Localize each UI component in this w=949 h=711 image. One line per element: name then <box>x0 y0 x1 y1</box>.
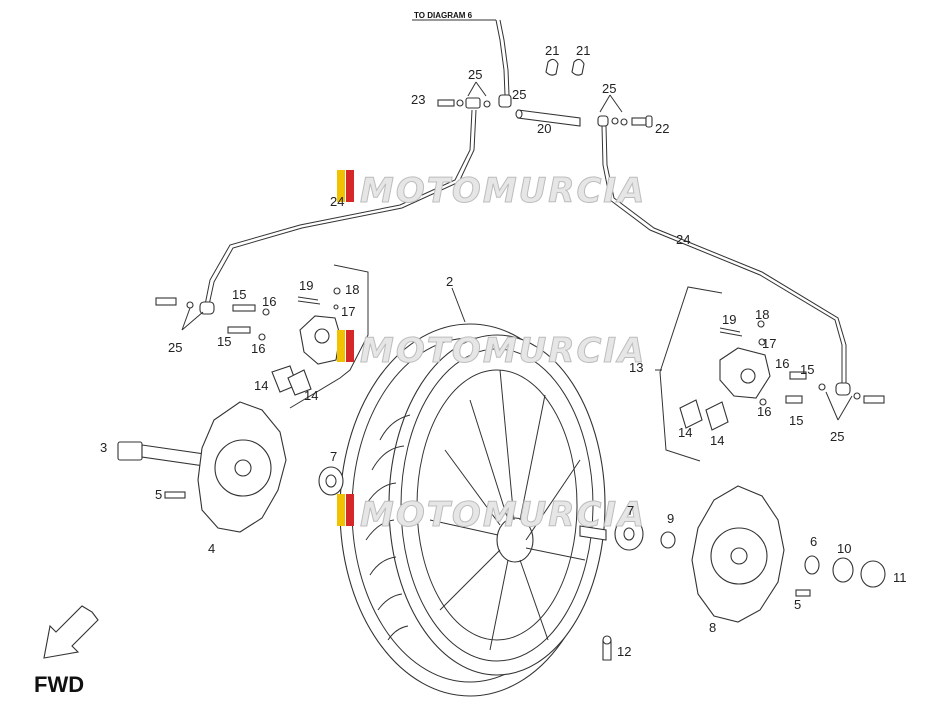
callout-16: 16 <box>775 356 789 371</box>
svg-text:MOTOMURCIA: MOTOMURCIA <box>360 495 646 535</box>
callout-24: 24 <box>676 232 690 247</box>
callout-19: 19 <box>722 312 736 327</box>
callout-7: 7 <box>627 503 634 518</box>
callout-18: 18 <box>345 282 359 297</box>
callout-14: 14 <box>678 425 692 440</box>
callout-23: 23 <box>411 92 425 107</box>
callout-17: 17 <box>341 304 355 319</box>
callout-21: 21 <box>545 43 559 58</box>
fwd-label: FWD <box>34 672 84 697</box>
right-caliper-group <box>659 286 885 462</box>
callout-5: 5 <box>794 597 801 612</box>
left-caliper-group <box>155 264 369 409</box>
callout-16: 16 <box>757 404 771 419</box>
right-brake-disc <box>691 485 886 623</box>
upper-brake-hose <box>495 19 512 108</box>
callout-14: 14 <box>710 433 724 448</box>
front-wheel <box>318 323 676 697</box>
callout-19: 19 <box>299 278 313 293</box>
watermark-bottom: MOTOMURCIA <box>337 494 646 536</box>
callout-15: 15 <box>789 413 803 428</box>
callout-labels: 2 3 4 5 5 6 7 7 8 9 10 11 12 13 14 14 14… <box>100 43 907 659</box>
callout-14: 14 <box>304 388 318 403</box>
callout-9: 9 <box>667 511 674 526</box>
callout-15: 15 <box>232 287 246 302</box>
callout-2: 2 <box>446 274 453 289</box>
callout-14: 14 <box>254 378 268 393</box>
callout-12: 12 <box>617 644 631 659</box>
callout-10: 10 <box>837 541 851 556</box>
callout-16: 16 <box>262 294 276 309</box>
to-diagram-note: TO DIAGRAM 6 <box>414 11 473 20</box>
leader-lines <box>181 81 853 421</box>
callout-4: 4 <box>208 541 215 556</box>
callout-20: 20 <box>537 121 551 136</box>
watermark-top: MOTOMURCIA <box>337 170 646 212</box>
callout-6: 6 <box>810 534 817 549</box>
callout-13: 13 <box>629 360 643 375</box>
callout-16: 16 <box>251 341 265 356</box>
callout-5: 5 <box>155 487 162 502</box>
callout-25: 25 <box>168 340 182 355</box>
callout-18: 18 <box>755 307 769 322</box>
callout-25: 25 <box>468 67 482 82</box>
hose-fittings-top <box>204 58 847 385</box>
callout-22: 22 <box>655 121 669 136</box>
callout-21: 21 <box>576 43 590 58</box>
fwd-arrow-icon <box>43 605 99 659</box>
svg-text:MOTOMURCIA: MOTOMURCIA <box>360 171 646 211</box>
watermark-middle: MOTOMURCIA <box>337 330 646 372</box>
callout-25: 25 <box>602 81 616 96</box>
callout-15: 15 <box>217 334 231 349</box>
left-brake-disc <box>164 401 287 533</box>
callout-25: 25 <box>830 429 844 444</box>
diagram-reference-note: TO DIAGRAM 6 <box>412 11 496 21</box>
callout-17: 17 <box>762 336 776 351</box>
callout-15: 15 <box>800 362 814 377</box>
callout-25: 25 <box>512 87 526 102</box>
callout-7: 7 <box>330 449 337 464</box>
callout-11: 11 <box>893 570 907 585</box>
svg-text:MOTOMURCIA: MOTOMURCIA <box>360 331 646 371</box>
callout-3: 3 <box>100 440 107 455</box>
callout-24: 24 <box>330 194 344 209</box>
callout-8: 8 <box>709 620 716 635</box>
